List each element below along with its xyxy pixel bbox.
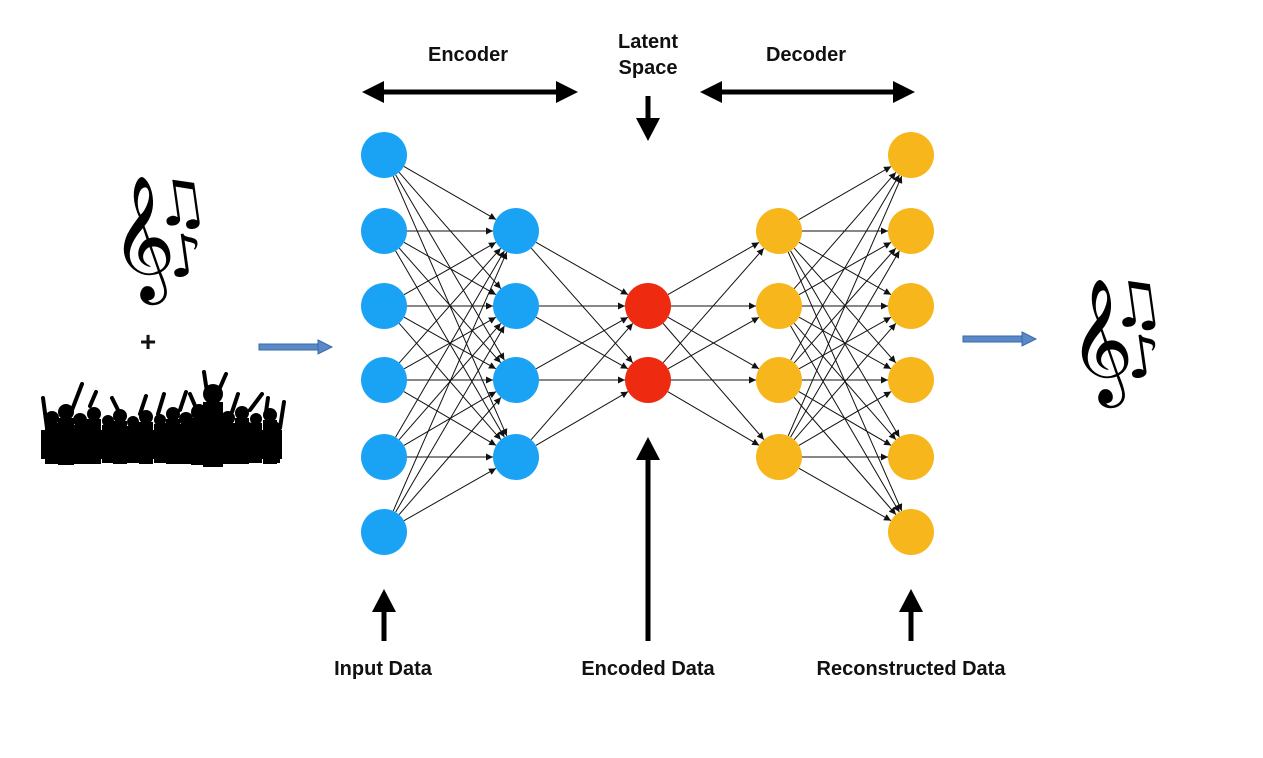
edge-l1-3-1 bbox=[535, 391, 629, 446]
edge-l0-2-0 bbox=[403, 241, 497, 296]
encoder-label: Encoder bbox=[428, 44, 508, 66]
network-edges bbox=[392, 166, 903, 522]
edge-l3-1-0 bbox=[793, 171, 897, 290]
edge-l0-5-2 bbox=[398, 397, 502, 515]
reconstructed-data-label: Reconstructed Data bbox=[817, 658, 1007, 680]
edge-l2-0-0 bbox=[667, 241, 760, 296]
latent-space-label-line2: Space bbox=[619, 57, 678, 79]
edge-l0-5-3 bbox=[403, 467, 497, 522]
node-layer2-1 bbox=[625, 357, 671, 403]
node-layer1-1 bbox=[493, 283, 539, 329]
node-layer0-4 bbox=[361, 434, 407, 480]
edge-l0-3-1 bbox=[403, 316, 497, 370]
edge-l3-3-0 bbox=[787, 175, 903, 437]
node-layer1-3 bbox=[493, 434, 539, 480]
edge-l3-3-5 bbox=[798, 467, 892, 522]
node-layer0-0 bbox=[361, 132, 407, 178]
edge-l3-3-2 bbox=[793, 322, 897, 441]
reconstructed-up-arrow bbox=[899, 589, 923, 641]
edge-l3-3-1 bbox=[790, 250, 900, 438]
edge-l3-1-1 bbox=[798, 241, 892, 296]
plus-sign: + bbox=[140, 326, 156, 357]
node-layer4-3 bbox=[888, 357, 934, 403]
edge-l2-1-3 bbox=[667, 391, 760, 446]
encoded-up-arrow bbox=[636, 437, 660, 641]
node-layer0-3 bbox=[361, 357, 407, 403]
decoder-double-arrow bbox=[700, 81, 915, 103]
edge-l3-0-0 bbox=[798, 166, 892, 220]
edge-l2-1-1 bbox=[667, 316, 760, 370]
edge-l0-0-0 bbox=[403, 166, 497, 220]
latent-space-label-line1: Latent bbox=[618, 31, 678, 53]
encoder-double-arrow bbox=[362, 81, 578, 103]
music-notes-icon: 𝄞 ♫ ♪ bbox=[1059, 264, 1169, 413]
node-layer0-2 bbox=[361, 283, 407, 329]
edge-l3-3-3 bbox=[798, 391, 892, 446]
edge-l1-3-0 bbox=[530, 322, 634, 441]
input-data-label: Input Data bbox=[334, 658, 433, 680]
edge-l0-5-0 bbox=[392, 251, 508, 512]
input-up-arrow bbox=[372, 589, 396, 641]
node-layer4-4 bbox=[888, 434, 934, 480]
decoder-label: Decoder bbox=[766, 44, 846, 66]
edge-l0-3-0 bbox=[398, 247, 502, 364]
node-layer4-5 bbox=[888, 509, 934, 555]
node-layer3-0 bbox=[756, 208, 802, 254]
svg-text:♫: ♫ bbox=[1104, 264, 1169, 344]
node-layer4-1 bbox=[888, 208, 934, 254]
input-flow-arrow bbox=[258, 339, 334, 355]
latent-down-arrow bbox=[636, 96, 660, 141]
edge-l3-2-0 bbox=[790, 174, 900, 361]
output-flow-arrow bbox=[962, 331, 1038, 347]
node-layer2-0 bbox=[625, 283, 671, 329]
node-layer1-0 bbox=[493, 208, 539, 254]
edge-l3-2-2 bbox=[798, 316, 892, 370]
node-layer4-2 bbox=[888, 283, 934, 329]
node-layer1-2 bbox=[493, 357, 539, 403]
edge-l0-0-2 bbox=[395, 174, 505, 361]
node-layer3-1 bbox=[756, 283, 802, 329]
node-layer0-1 bbox=[361, 208, 407, 254]
network-nodes bbox=[361, 132, 934, 555]
edge-l1-2-0 bbox=[535, 316, 629, 370]
music-notes-icon: 𝄞 ♫ ♪ bbox=[101, 163, 213, 310]
edge-l1-0-0 bbox=[535, 241, 629, 296]
encoded-data-label: Encoded Data bbox=[581, 658, 715, 680]
edge-l2-0-3 bbox=[662, 323, 765, 440]
edge-l0-4-0 bbox=[395, 250, 505, 438]
edge-l2-1-0 bbox=[662, 247, 765, 364]
node-layer3-3 bbox=[756, 434, 802, 480]
node-layer0-5 bbox=[361, 509, 407, 555]
edge-l0-5-1 bbox=[395, 325, 505, 513]
node-layer3-2 bbox=[756, 357, 802, 403]
svg-text:♫: ♫ bbox=[148, 163, 213, 243]
node-layer4-0 bbox=[888, 132, 934, 178]
edge-l3-2-5 bbox=[793, 397, 897, 515]
crowd-silhouette-icon bbox=[41, 370, 286, 467]
